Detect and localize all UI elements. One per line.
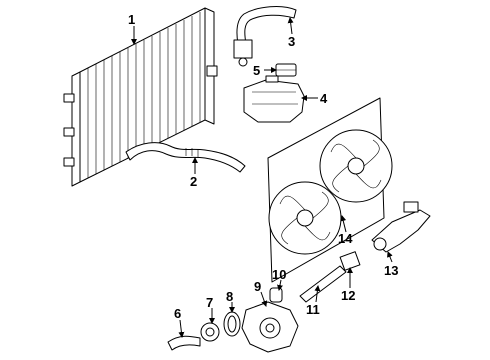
callout-8: 8 [226, 289, 234, 304]
callout-13: 13 [384, 263, 399, 278]
callout-1: 1 [128, 12, 136, 27]
pipe-bushing [269, 287, 283, 303]
callout-4: 4 [320, 91, 328, 106]
reservoir-cap [275, 63, 297, 77]
callout-9: 9 [254, 279, 262, 294]
callout-12: 12 [341, 288, 356, 303]
coolant-tube [339, 251, 361, 271]
callout-11: 11 [306, 302, 320, 317]
fan-shroud-assembly [267, 97, 393, 283]
callout-2: 2 [190, 174, 198, 189]
coolant-outlet-housing [371, 201, 431, 253]
coolant-pipe [299, 265, 347, 303]
callout-7: 7 [206, 295, 214, 310]
radiator [63, 7, 218, 187]
pump-gasket [223, 311, 241, 337]
leader-lines [131, 17, 393, 338]
callout-3: 3 [288, 34, 296, 49]
water-pump [241, 301, 299, 353]
callout-5: 5 [253, 63, 261, 78]
callout-6: 6 [174, 306, 182, 321]
lower-hose [125, 142, 246, 173]
callout-14: 14 [338, 231, 353, 246]
callout-10: 10 [272, 267, 287, 282]
thermostat [200, 322, 220, 342]
upper-hose [233, 6, 297, 67]
coolant-reservoir [243, 75, 305, 123]
inlet-tube [167, 335, 201, 351]
